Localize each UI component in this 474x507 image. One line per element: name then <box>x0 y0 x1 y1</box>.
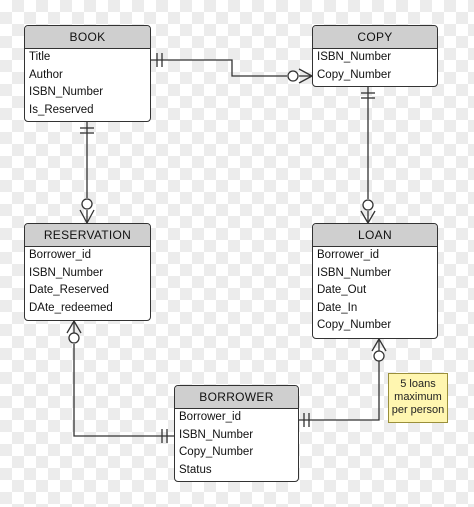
entity-borrower[interactable]: BORROWER Borrower_id ISBN_Number Copy_Nu… <box>174 385 299 482</box>
field-isbn-number: ISBN_Number <box>317 266 392 279</box>
field-isbn-number: ISBN_Number <box>29 86 104 98</box>
relation-copy-loan <box>360 87 376 224</box>
field-isbn-number: ISBN_Number <box>29 266 104 279</box>
relation-loan-borrower <box>299 338 387 427</box>
loan-limit-note: 5 loans maximum per person <box>388 373 448 423</box>
entity-loan[interactable]: LOAN Borrower_id ISBN_Number Date_Out Da… <box>312 223 438 339</box>
note-line: maximum <box>394 391 442 403</box>
field-copy-number: Copy_Number <box>179 446 254 458</box>
note-line: per person <box>391 404 445 416</box>
entity-copy[interactable]: COPY ISBN_Number Copy_Number <box>312 25 438 87</box>
entity-borrower-title: BORROWER <box>175 386 298 409</box>
entity-copy-title: COPY <box>313 26 437 49</box>
entity-reservation[interactable]: RESERVATION Borrower_id ISBN_Number Date… <box>24 223 151 321</box>
field-date-in: Date_In <box>317 301 358 314</box>
field-date-reserved: Date_Reserved <box>29 284 109 296</box>
field-title: Title <box>29 51 51 63</box>
field-date-redeemed: DAte_redeemed <box>29 301 113 314</box>
field-date-out: Date_Out <box>317 284 367 296</box>
field-isbn-number: ISBN_Number <box>179 428 254 441</box>
field-author: Author <box>29 68 63 81</box>
relation-book-copy <box>151 53 313 84</box>
field-copy-number: Copy_Number <box>317 68 392 81</box>
field-isbn-number: ISBN_Number <box>317 51 392 63</box>
field-status: Status <box>179 463 212 476</box>
note-line: 5 loans <box>400 378 436 390</box>
field-copy-number: Copy_Number <box>317 319 392 331</box>
entity-loan-title: LOAN <box>313 224 437 247</box>
entity-book[interactable]: BOOK Title Author ISBN_Number Is_Reserve… <box>24 25 151 122</box>
entity-reservation-title: RESERVATION <box>25 224 150 247</box>
entity-book-title: BOOK <box>25 26 150 49</box>
field-is-reserved: Is_Reserved <box>29 103 94 116</box>
field-borrower-id: Borrower_id <box>29 249 91 261</box>
field-borrower-id: Borrower_id <box>317 249 379 261</box>
relation-book-reservation <box>79 122 95 224</box>
relation-reservation-borrower <box>66 320 174 443</box>
field-borrower-id: Borrower_id <box>179 411 241 423</box>
